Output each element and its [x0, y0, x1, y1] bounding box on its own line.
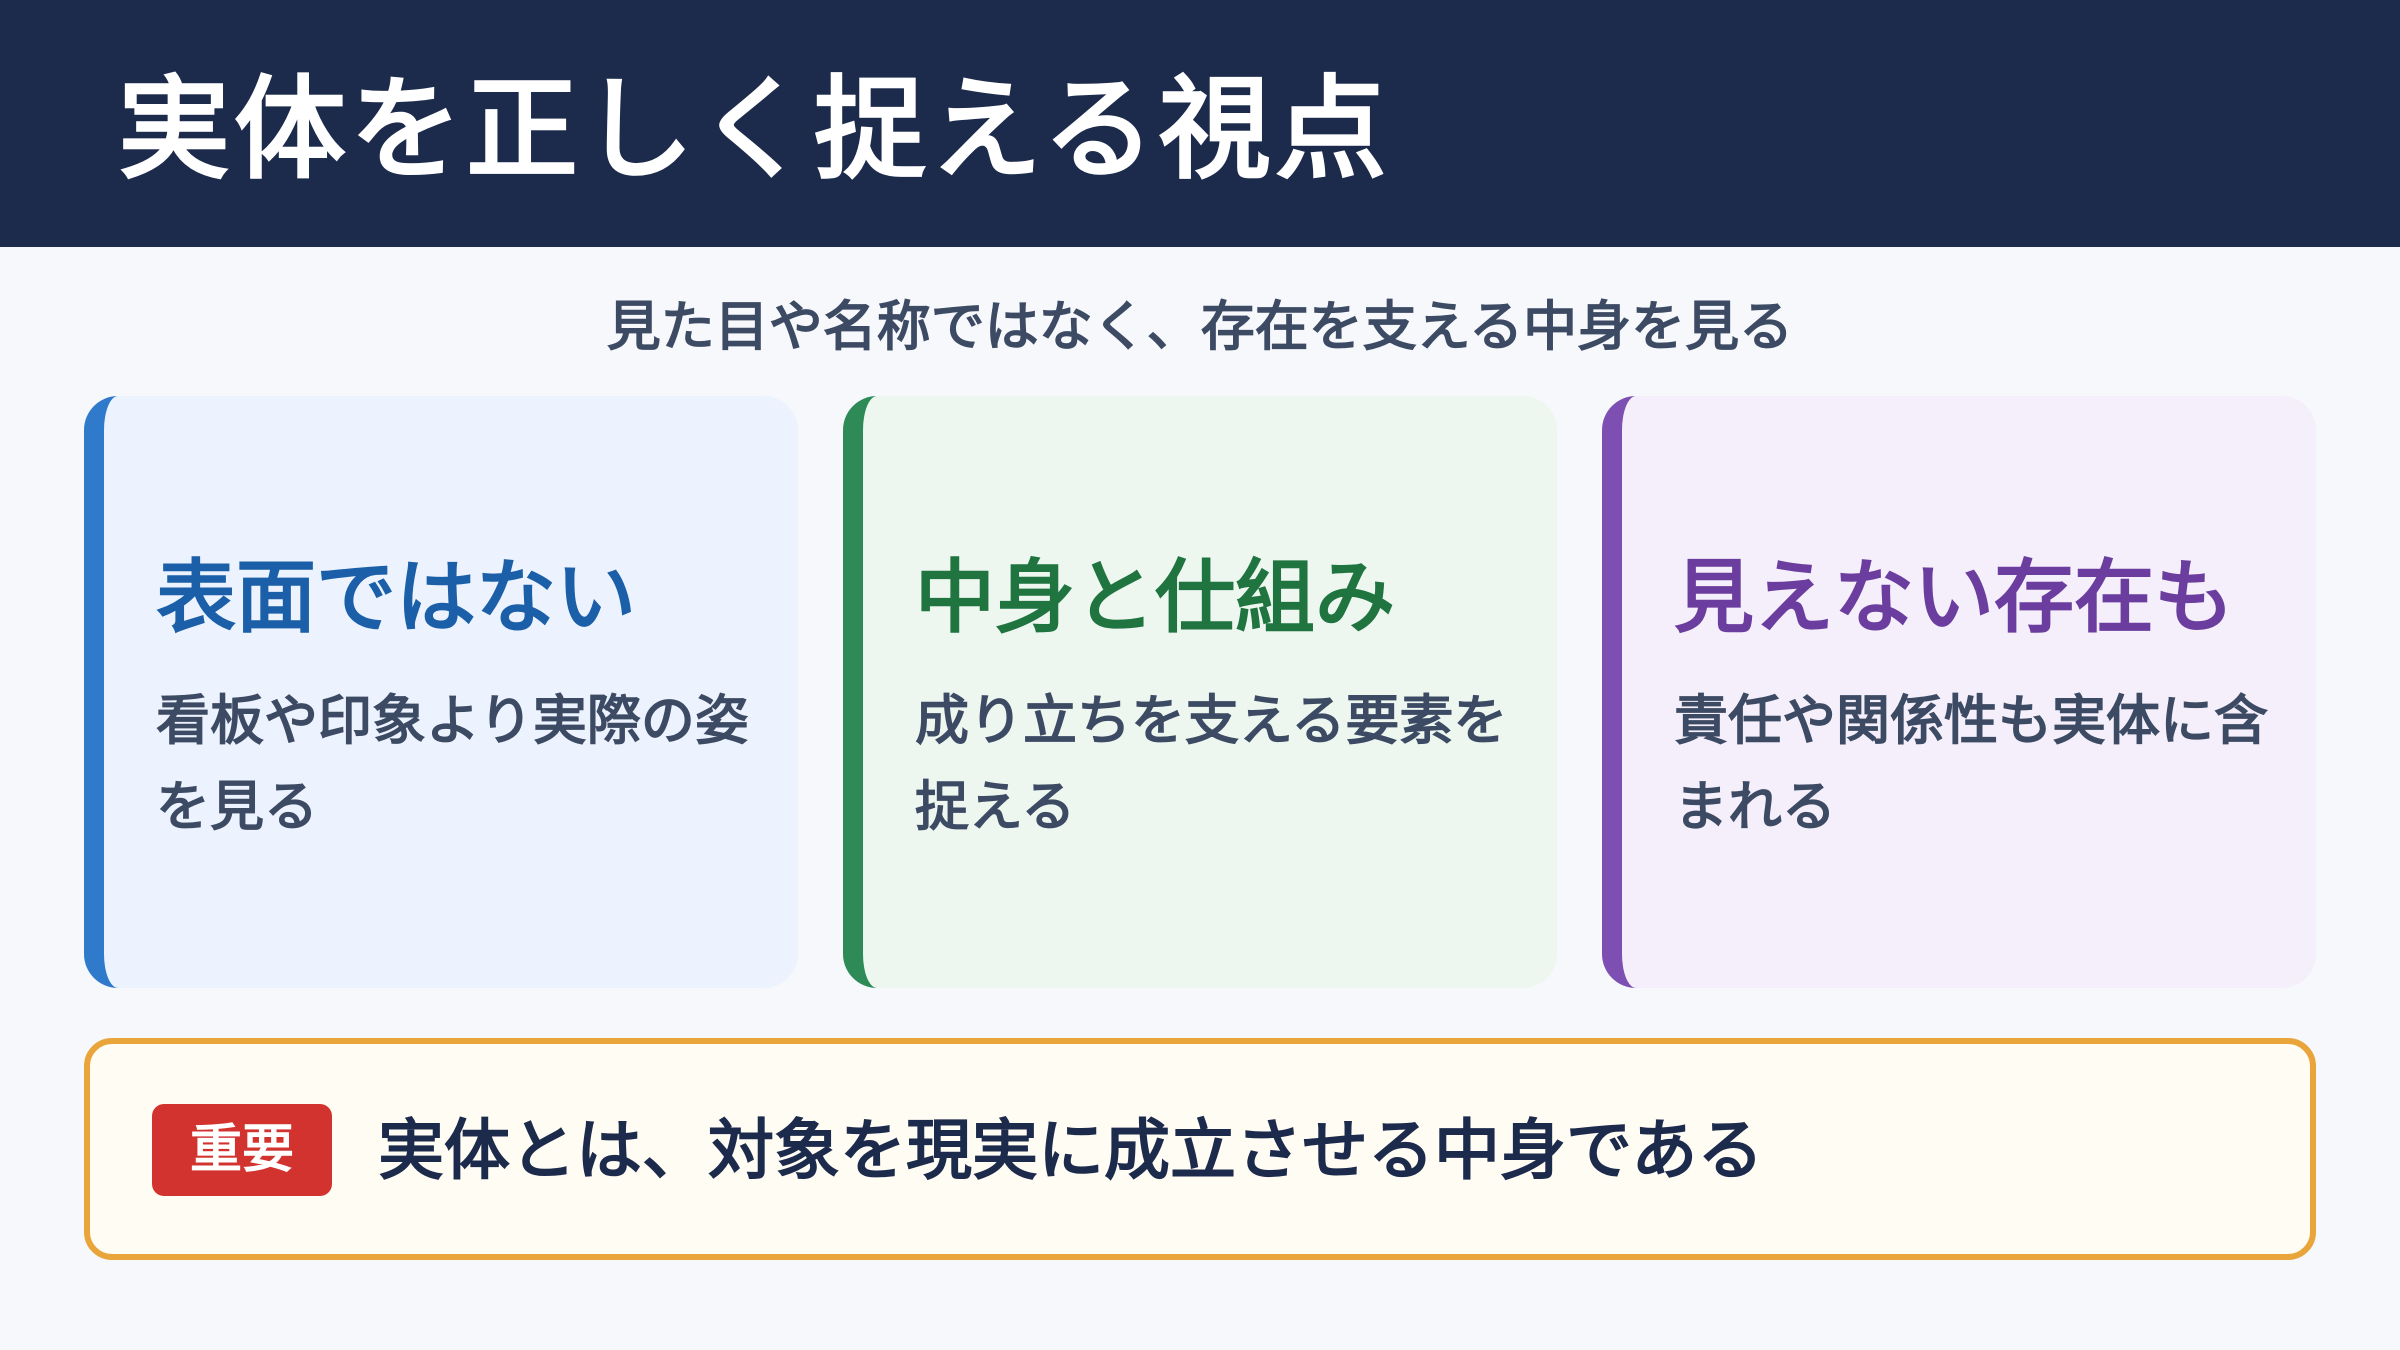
card-invisible: 見えない存在も 責任や関係性も実体に含まれる [1602, 396, 2316, 988]
header-bar: 実体を正しく捉える視点 [0, 0, 2400, 247]
card-body: 看板や印象より実際の姿を見る [156, 689, 749, 838]
important-badge: 重要 [152, 1104, 332, 1196]
card-body: 責任や関係性も実体に含まれる [1674, 689, 2268, 838]
card-structure: 中身と仕組み 成り立ちを支える要素を捉える [843, 396, 1557, 988]
card-surface: 表面ではない 看板や印象より実際の姿を見る [84, 396, 798, 988]
card-title: 中身と仕組み [915, 551, 1395, 644]
card-title: 見えない存在も [1674, 551, 2234, 644]
page-subtitle: 見た目や名称ではなく、存在を支える中身を見る [606, 295, 1794, 358]
key-point-text: 実体とは、対象を現実に成立させる中身である [378, 1112, 1764, 1189]
page-title: 実体を正しく捉える視点 [118, 65, 1391, 195]
key-point-box: 重要 実体とは、対象を現実に成立させる中身である [84, 1038, 2316, 1260]
card-body: 成り立ちを支える要素を捉える [915, 689, 1508, 838]
card-title: 表面ではない [156, 551, 636, 644]
